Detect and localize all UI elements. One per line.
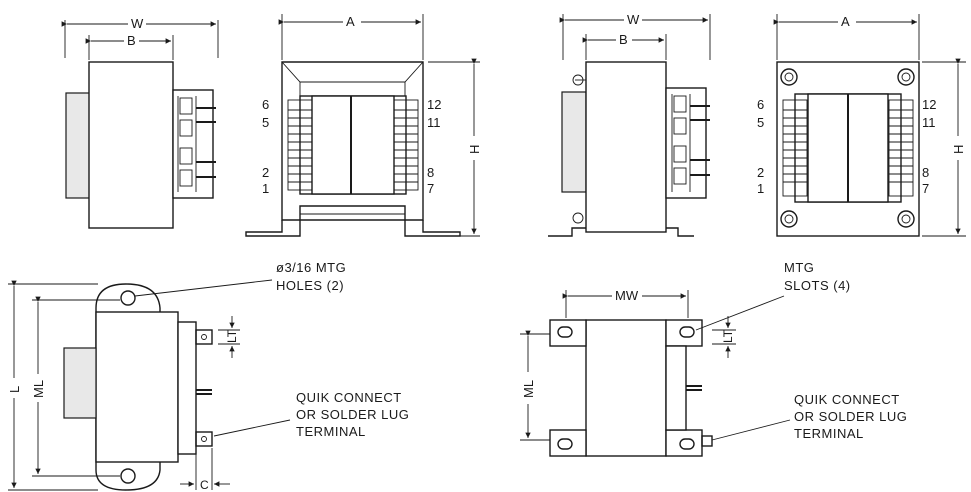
top-view-bracket-mount: MW ML LT MTG SLOTS bbox=[520, 260, 907, 457]
mounting-slot-icon bbox=[557, 326, 695, 450]
pin-label-2: 2 bbox=[262, 165, 269, 180]
terminal-tab-icon bbox=[195, 329, 213, 447]
note-terminal-line1: QUIK CONNECT bbox=[296, 390, 402, 405]
dimension-h-label: H bbox=[951, 145, 966, 154]
pin-label-7: 7 bbox=[922, 181, 929, 196]
pin-label-7: 7 bbox=[427, 181, 434, 196]
pin-label-5: 5 bbox=[757, 115, 764, 130]
terminal-block bbox=[172, 89, 214, 199]
note-terminal-line1: QUIK CONNECT bbox=[794, 392, 900, 407]
terminal-tab-icon bbox=[701, 435, 713, 447]
dimension-a-label: A bbox=[841, 14, 850, 29]
pin-label-1: 1 bbox=[757, 181, 764, 196]
dimension-w-label: W bbox=[131, 16, 144, 31]
pin-label-6: 6 bbox=[262, 97, 269, 112]
pin-label-2: 2 bbox=[757, 165, 764, 180]
dimension-ml-label: ML bbox=[521, 380, 536, 398]
note-terminal-line3: TERMINAL bbox=[794, 426, 864, 441]
front-view-bracket-mount: A H 6 5 bbox=[757, 14, 966, 237]
side-view-bracket-mount: W B bbox=[548, 12, 711, 237]
top-view-channel-mount: L ML LT C bbox=[7, 260, 409, 492]
pin-label-1: 1 bbox=[262, 181, 269, 196]
dimension-mw-label: MW bbox=[615, 288, 639, 303]
note-terminal-line2: OR SOLDER LUG bbox=[794, 409, 907, 424]
coil-end-left bbox=[65, 92, 92, 199]
note-mtg-slots-line1: MTG bbox=[784, 260, 814, 275]
note-mtg-holes-line2: HOLES (2) bbox=[276, 278, 344, 293]
dimension-h-label: H bbox=[467, 145, 482, 154]
dimension-b-label: B bbox=[127, 33, 136, 48]
front-view-channel-mount: A H 6 5 bbox=[245, 14, 482, 237]
core-side bbox=[88, 61, 174, 229]
pin-label-5: 5 bbox=[262, 115, 269, 130]
note-terminal-line2: OR SOLDER LUG bbox=[296, 407, 409, 422]
note-mtg-slots-line2: SLOTS (4) bbox=[784, 278, 851, 293]
pin-label-8: 8 bbox=[922, 165, 929, 180]
corner-screw-icon bbox=[780, 68, 915, 228]
pin-label-11: 11 bbox=[427, 115, 441, 130]
dimension-w-label: W bbox=[627, 12, 640, 27]
dimension-c-label: C bbox=[200, 478, 209, 492]
dimension-lt-label: LT bbox=[721, 329, 735, 343]
pin-label-11: 11 bbox=[922, 115, 936, 130]
pin-label-6: 6 bbox=[757, 97, 764, 112]
pin-label-12: 12 bbox=[922, 97, 936, 112]
note-terminal-line3: TERMINAL bbox=[296, 424, 366, 439]
dimension-a-label: A bbox=[346, 14, 355, 29]
side-view-channel-mount: W B bbox=[61, 16, 219, 229]
dimension-lt-label: LT bbox=[225, 329, 239, 343]
dimension-l-label: L bbox=[7, 386, 22, 393]
note-mtg-holes-line1: ø3/16 MTG bbox=[276, 260, 346, 275]
pin-label-12: 12 bbox=[427, 97, 441, 112]
dimension-ml-label: ML bbox=[31, 380, 46, 398]
dimension-b-label: B bbox=[619, 32, 628, 47]
pin-label-8: 8 bbox=[427, 165, 434, 180]
